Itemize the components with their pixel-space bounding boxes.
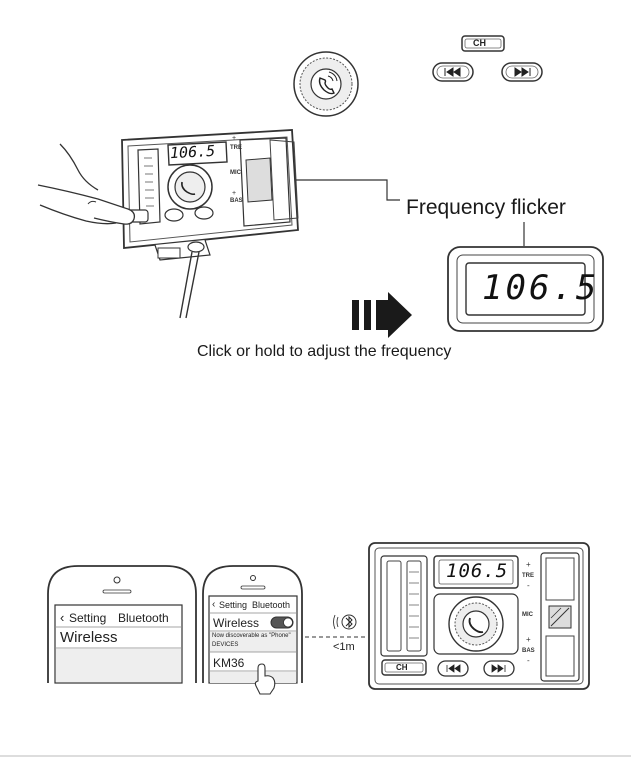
phone2-device-km36: KM36 [213,656,244,670]
bottom-mic-label: MIC [522,612,533,618]
top-plus-label: + [232,135,236,142]
callout-line [296,180,400,200]
top-tre-label: TRE [230,145,242,151]
frequency-flicker-label: Frequency flicker [406,196,566,220]
ch-button-label: CH [473,38,486,48]
phone2-wireless-item: Wireless [213,616,259,630]
finger-hand-illustration [38,144,134,224]
bottom-bas-plus: + [526,635,531,644]
phone2-back-label: Setting [219,600,247,610]
phone1-wireless-item: Wireless [60,629,118,646]
phone1-title: Bluetooth [118,611,169,625]
phone1-back-chevron-icon: ‹ [60,610,64,625]
phone-button-icon [294,52,358,116]
top-mic-label: MIC [230,170,241,176]
adjust-frequency-caption: Click or hold to adjust the frequency [197,343,451,361]
top-device-frequency: 106.5 [170,142,216,162]
zoomed-frequency-display: 106.5 [482,268,599,308]
bottom-tre-plus: + [526,560,531,569]
bottom-ch-label: CH [396,663,408,672]
phone2-back-chevron-icon: ‹ [212,599,215,610]
bottom-bas-minus: - [527,656,530,665]
phone-2-illustration [203,566,302,694]
phone1-back-label: Setting [69,611,106,625]
bottom-tre-minus: - [527,581,530,590]
bottom-bas-label: BAS [522,648,535,654]
phone2-discoverable-note: Now discoverable as "Phone" [212,633,291,639]
bottom-device-frequency: 106.5 [446,560,508,582]
phone2-devices-header: DEVICES [212,642,238,648]
top-bas-plus-label: + [232,190,236,197]
distance-label: <1m [333,641,355,653]
bottom-tre-label: TRE [522,573,534,579]
top-bas-label: BAS [230,198,243,204]
previous-button-icon [433,63,473,81]
bluetooth-signal-icon [334,615,357,629]
next-button-icon [502,63,542,81]
big-right-arrow-icon [352,292,412,338]
phone2-title: Bluetooth [252,600,290,610]
